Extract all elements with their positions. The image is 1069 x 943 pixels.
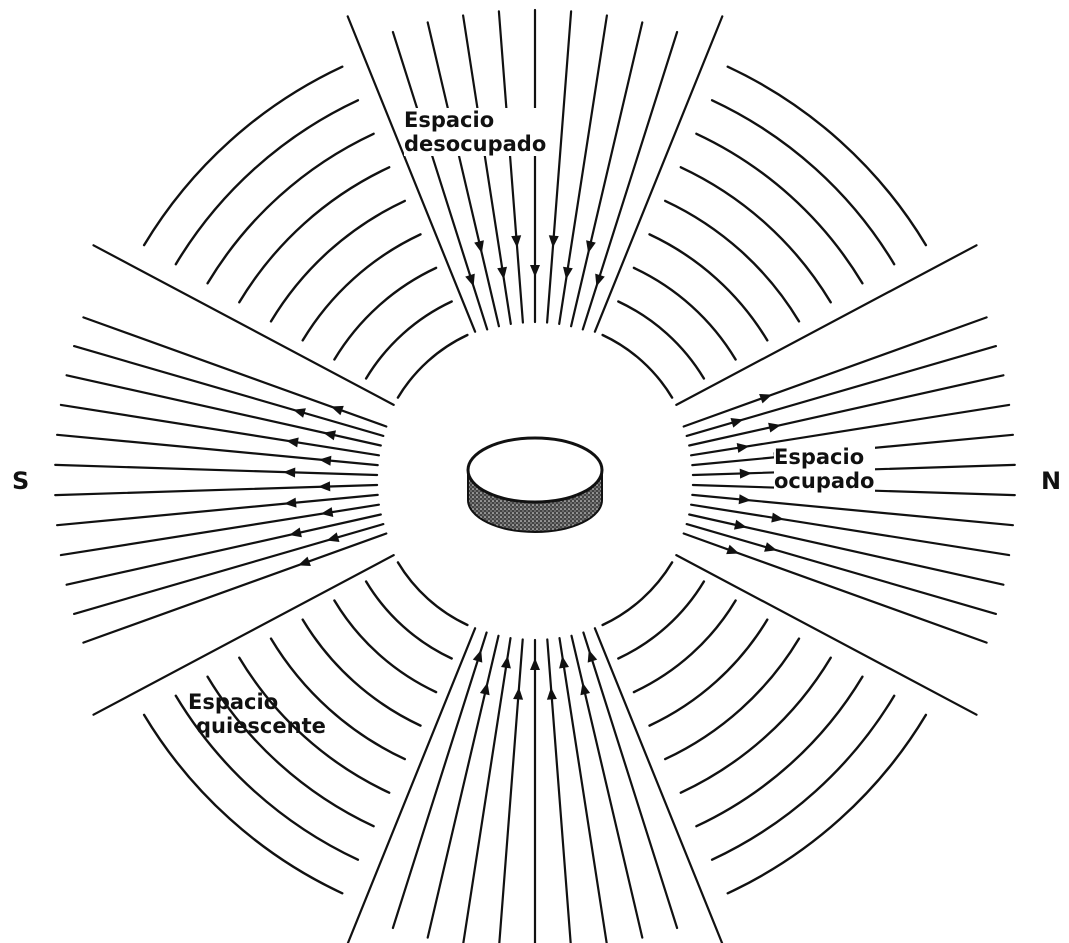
quiescent-arc [398,562,468,625]
flow-arrowhead [286,438,299,448]
sector-boundary-line [595,628,722,943]
quiescent-arc [696,677,862,827]
flow-arrowhead [530,265,540,277]
flow-arrowhead [595,274,605,287]
label-line: Espacio [404,108,546,132]
flow-ray [61,405,379,455]
flow-arrowhead [331,406,344,415]
flow-ray [67,515,381,585]
quiescent-arc [618,302,704,379]
disc-top [468,438,602,502]
flow-arrowhead [588,650,598,663]
flow-arrowhead [547,687,557,699]
quiescent-arc [681,658,831,793]
quiescent-arc [603,335,673,398]
flow-arrowhead [740,469,752,479]
quiescent-arc [208,134,374,283]
flow-ray [83,534,386,643]
sector-boundary-line [348,628,475,943]
occupied-space-label: Espacio ocupado [774,445,875,493]
flow-arrowhead [511,235,521,247]
flow-arrowhead [737,443,750,453]
flow-ray [691,505,1009,555]
flow-arrowhead [318,481,330,491]
label-line: quiescente [188,714,326,738]
flow-arrowhead [530,658,540,670]
flow-arrowhead [764,542,777,552]
quiescent-arc [271,201,405,322]
unoccupied-space-label: Espacio desocupado [404,108,546,156]
quiescent-arc [144,715,342,893]
sector-boundary-line [94,245,394,405]
quiescent-arc [398,335,468,398]
sector-boundary-line [676,245,976,405]
flow-arrowhead [759,394,772,403]
flow-arrowhead [298,557,311,566]
flow-arrowhead [497,267,507,280]
flow-arrowhead [465,274,475,287]
flow-ray [689,375,1003,445]
flow-arrowhead [323,430,336,440]
quiescent-arc [712,696,894,860]
flow-arrowhead [559,656,569,669]
south-pole-label: S [12,469,29,493]
quiescent-arc [696,134,862,283]
quiescent-arc [665,201,799,322]
quiescent-arc [728,715,926,893]
quiescent-arc [665,639,799,760]
quiescent-arc [366,302,452,379]
flow-arrowhead [473,650,483,663]
label-line: ocupado [774,469,875,493]
flow-ray [687,524,996,614]
sector-boundary-line [595,16,722,331]
sector-boundary-line [348,16,475,331]
flow-arrowhead [293,408,306,418]
quiescent-arc [366,582,452,659]
flow-arrowhead [731,418,744,428]
flow-arrowhead [768,423,781,433]
flow-arrowhead [501,656,511,669]
flow-ray [684,317,987,426]
quiescent-arc [618,582,704,659]
label-line: desocupado [404,132,546,156]
quiescent-arc [176,100,358,264]
flow-arrowhead [321,507,334,517]
quiescent-arc [681,167,831,302]
flow-arrowhead [327,532,340,542]
flow-arrowhead [726,545,739,554]
central-disc [468,438,602,532]
quiescent-arc [603,562,673,625]
quiescent-arc [728,67,926,245]
flow-arrowhead [289,528,302,538]
flow-ray [74,346,383,436]
flow-arrowhead [549,235,559,247]
label-line: Espacio [774,445,875,469]
flow-arrowhead [513,687,523,699]
quiescent-arc [239,167,389,302]
quiescent-space-label: Espacio quiescente [188,690,326,738]
flow-arrowhead [283,468,295,478]
quiescent-arc [712,100,894,264]
flow-ray [55,465,377,475]
label-line: Espacio [188,690,326,714]
flow-arrowhead [563,267,573,280]
north-pole-label: N [1041,469,1061,493]
flow-arrowhead [734,520,747,530]
sector-boundary-line [676,555,976,715]
flow-arrowhead [771,513,784,523]
quiescent-arc [144,67,342,245]
